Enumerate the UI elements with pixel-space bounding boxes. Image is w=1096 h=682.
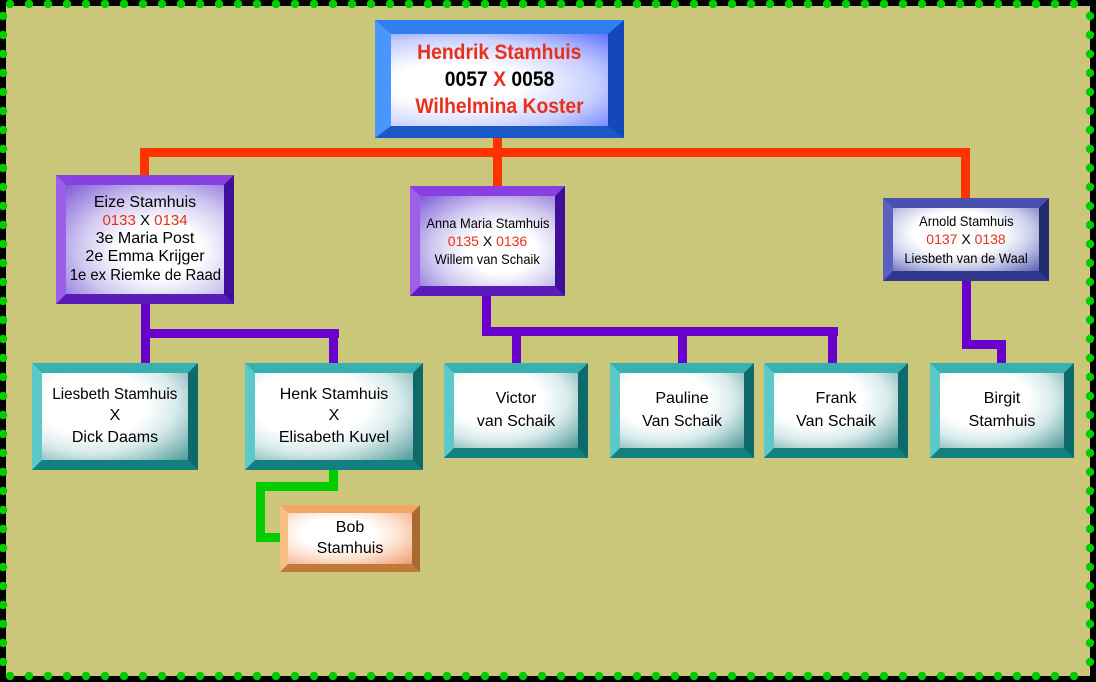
- root-spouse: Wilhelmina Koster: [415, 95, 584, 119]
- root-marriage-x: X: [493, 67, 506, 91]
- root-name: Hendrik Stamhuis: [417, 40, 582, 64]
- person-box-pauline[interactable]: Pauline Van Schaik: [610, 363, 754, 458]
- person-box-frank[interactable]: Frank Van Schaik: [764, 363, 908, 458]
- anna-code-left: 0135: [447, 232, 479, 249]
- eize-marriage-x: X: [139, 212, 150, 230]
- box-content: Bob Stamhuis: [288, 513, 412, 564]
- person-box-birgit[interactable]: Birgit Stamhuis: [930, 363, 1074, 458]
- root-codes: 0057 X 0058: [445, 68, 555, 92]
- eize-codes: 0133 X 0134: [102, 212, 187, 229]
- eize-code-right: 0134: [154, 212, 188, 230]
- anna-codes: 0135 X 0136: [448, 233, 527, 249]
- pauline-last-name: Van Schaik: [642, 412, 722, 430]
- liesbeth-spouse: Dick Daams: [71, 428, 159, 446]
- bob-last-name: Stamhuis: [316, 540, 384, 557]
- person-box-bob[interactable]: Bob Stamhuis: [280, 505, 420, 572]
- anna-marriage-x: X: [482, 232, 493, 249]
- eize-spouse-1: 1e ex Riemke de Raad: [69, 266, 221, 284]
- box-bevel: [883, 198, 1049, 281]
- connector-to-eize: [140, 148, 149, 178]
- liesbeth-marriage-x: X: [109, 407, 121, 425]
- henk-spouse: Elisabeth Kuvel: [278, 428, 390, 446]
- connector-henk-horizontal: [256, 482, 338, 491]
- connector-anna-horizontal: [482, 327, 838, 336]
- anna-code-right: 0136: [496, 232, 528, 249]
- henk-marriage-x: X: [328, 407, 340, 425]
- person-box-liesbeth[interactable]: Liesbeth Stamhuis X Dick Daams: [32, 363, 198, 470]
- connector-henk-down: [329, 468, 338, 490]
- person-box-arnold[interactable]: Arnold Stamhuis 0137 X 0138 Liesbeth van…: [883, 198, 1049, 281]
- victor-first-name: Victor: [495, 390, 537, 408]
- box-bevel: [32, 363, 198, 470]
- arnold-codes: 0137 X 0138: [926, 231, 1005, 247]
- eize-spouse-2: 2e Emma Krijger: [85, 248, 205, 266]
- eize-name: Eize Stamhuis: [93, 194, 197, 212]
- box-content: Victor van Schaik: [454, 373, 578, 448]
- box-bevel: [245, 363, 423, 470]
- henk-name: Henk Stamhuis: [279, 385, 389, 403]
- connector-arnold-down: [962, 279, 971, 349]
- eize-spouse-3: 3e Maria Post: [95, 229, 195, 247]
- connector-to-henk: [329, 329, 338, 367]
- connector-gen1-horizontal: [140, 148, 970, 157]
- box-content: Eize Stamhuis 0133 X 0134 3e Maria Post …: [66, 185, 224, 294]
- person-box-victor[interactable]: Victor van Schaik: [444, 363, 588, 458]
- victor-last-name: van Schaik: [476, 412, 556, 430]
- box-bevel: [764, 363, 908, 458]
- arnold-marriage-x: X: [961, 231, 971, 248]
- anna-name: Anna Maria Stamhuis: [425, 214, 550, 231]
- pauline-first-name: Pauline: [655, 390, 709, 408]
- person-box-eize[interactable]: Eize Stamhuis 0133 X 0134 3e Maria Post …: [56, 175, 234, 304]
- box-content: Henk Stamhuis X Elisabeth Kuvel: [255, 373, 413, 460]
- arnold-name: Arnold Stamhuis: [918, 213, 1014, 230]
- eize-code-left: 0133: [102, 212, 136, 230]
- box-bevel: [410, 186, 565, 296]
- connector-arnold-horizontal: [962, 340, 1006, 349]
- connector-to-liesbeth: [141, 329, 150, 367]
- box-bevel: [444, 363, 588, 458]
- connector-anna-down: [482, 294, 491, 336]
- connector-to-frank: [828, 327, 837, 367]
- connector-to-arnold: [961, 148, 970, 202]
- bob-first-name: Bob: [335, 518, 365, 536]
- anna-spouse: Willem van Schaik: [434, 251, 541, 268]
- box-content: Anna Maria Stamhuis 0135 X 0136 Willem v…: [420, 196, 555, 286]
- box-content: Birgit Stamhuis: [940, 373, 1064, 448]
- box-content: Arnold Stamhuis 0137 X 0138 Liesbeth van…: [893, 208, 1039, 271]
- arnold-code-right: 0138: [974, 231, 1006, 248]
- arnold-code-left: 0137: [926, 231, 958, 248]
- frank-first-name: Frank: [815, 390, 857, 408]
- person-box-anna-maria[interactable]: Anna Maria Stamhuis 0135 X 0136 Willem v…: [410, 186, 565, 296]
- connector-root-down: [493, 136, 502, 186]
- birgit-first-name: Birgit: [983, 390, 1021, 408]
- person-box-root[interactable]: Hendrik Stamhuis 0057 X 0058 Wilhelmina …: [375, 20, 624, 138]
- root-code-right: 0058: [511, 67, 555, 91]
- connector-henk-vertical-left: [256, 482, 265, 542]
- connector-to-pauline: [678, 327, 687, 367]
- connector-to-bob: [256, 533, 286, 542]
- box-bevel: [610, 363, 754, 458]
- connector-eize-down: [141, 302, 150, 338]
- box-bevel: [930, 363, 1074, 458]
- connector-to-victor: [512, 327, 521, 367]
- connector-eize-horizontal: [141, 329, 339, 338]
- birgit-last-name: Stamhuis: [968, 412, 1036, 430]
- box-bevel: [280, 505, 420, 572]
- box-bevel: [56, 175, 234, 304]
- person-box-henk[interactable]: Henk Stamhuis X Elisabeth Kuvel: [245, 363, 423, 470]
- liesbeth-name: Liesbeth Stamhuis: [52, 385, 178, 403]
- box-content: Hendrik Stamhuis 0057 X 0058 Wilhelmina …: [391, 34, 608, 126]
- box-content: Pauline Van Schaik: [620, 373, 744, 448]
- frank-last-name: Van Schaik: [796, 412, 876, 430]
- connector-to-birgit: [997, 340, 1006, 367]
- arnold-spouse: Liesbeth van de Waal: [904, 249, 1028, 266]
- box-content: Liesbeth Stamhuis X Dick Daams: [42, 373, 188, 460]
- box-content: Frank Van Schaik: [774, 373, 898, 448]
- root-code-left: 0057: [444, 67, 488, 91]
